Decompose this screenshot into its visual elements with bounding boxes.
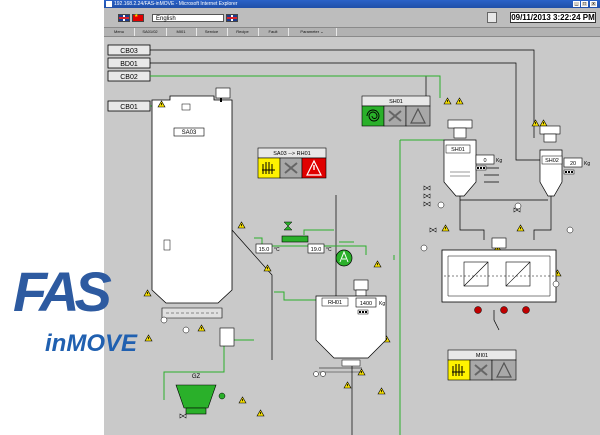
flag-uk-select-icon[interactable] (226, 14, 238, 22)
logo-fas-text: FAS (13, 260, 112, 323)
gz-unit[interactable]: GZ (175, 374, 226, 419)
line-cb02[interactable]: CB02 (107, 70, 151, 82)
temp-2-unit: °C (326, 247, 332, 253)
pump-icon[interactable] (335, 249, 353, 267)
maximize-button[interactable]: □ (581, 1, 588, 7)
menu-item-mi01[interactable]: MI01 (166, 28, 197, 36)
transfer-panel[interactable]: SA03 --> RH01 (257, 147, 327, 179)
sh01-weight: 0 (483, 158, 486, 164)
sh01-panel[interactable]: SH01 (361, 95, 431, 127)
sh02-label: SH02 (545, 158, 559, 164)
process-diagram: CB03 BD01 CB02 CB01 (107, 44, 590, 435)
menu-item-parameter-label: Parameter (300, 29, 320, 34)
language-field[interactable]: English (152, 14, 224, 22)
cb01-label: CB01 (120, 104, 138, 111)
hopper-sh01[interactable]: SH01 (443, 119, 477, 197)
window-title: 192.168.2.24/FAS-inMOVE - Microsoft Inte… (114, 1, 238, 7)
transfer-label: SA03 --> RH01 (273, 151, 310, 157)
ie-icon (106, 1, 112, 7)
temp-1-value: 15.0 (259, 247, 270, 253)
fas-inmove-logo: FAS inMOVE (3, 262, 147, 362)
pipes (150, 49, 552, 435)
menu-bar: Menu SA01/02 MI01 Service Recipe Fault P… (104, 27, 600, 37)
rh01-weight-display: 1400 Kg (355, 297, 385, 315)
line-cb03[interactable]: CB03 (107, 44, 151, 56)
sh01-weight-display: 0 Kg (475, 154, 502, 171)
menu-item-menu[interactable]: Menu (104, 28, 135, 36)
temp-1-unit: °C (274, 247, 280, 253)
datetime-display: 09/11/2013 3:22:24 PM (510, 12, 596, 23)
logo-inmove-text: inMOVE (45, 330, 138, 357)
cb02-label: CB02 (120, 74, 138, 81)
silo-sa03[interactable]: SA03 (151, 95, 235, 347)
temp-2-value: 19.0 (311, 247, 322, 253)
menu-item-service[interactable]: Service (196, 28, 228, 36)
small-indicators (160, 201, 574, 377)
title-bar: 192.168.2.24/FAS-inMOVE - Microsoft Inte… (104, 0, 600, 8)
menu-item-sa0102[interactable]: SA01/02 (134, 28, 167, 36)
sh01-unit: Kg (496, 158, 502, 164)
rh01-weight: 1400 (360, 301, 372, 307)
hmi-window: 192.168.2.24/FAS-inMOVE - Microsoft Inte… (104, 0, 600, 435)
menu-item-parameter[interactable]: Parameter ⌄ (288, 28, 337, 36)
menu-item-recipe[interactable]: Recipe (227, 28, 259, 36)
sh01-panel-label: SH01 (389, 99, 403, 105)
line-cb01[interactable]: CB01 (107, 100, 151, 112)
minimize-button[interactable]: _ (573, 1, 580, 7)
temp-displays: 15.0 °C 19.0 °C (255, 243, 332, 254)
silo-label: SA03 (182, 130, 197, 136)
close-button[interactable]: x (590, 1, 597, 7)
pc-icon[interactable] (487, 12, 497, 23)
heat-exchanger[interactable] (281, 221, 309, 243)
sh01-valves[interactable] (423, 185, 521, 233)
flag-uk-icon[interactable] (118, 14, 130, 22)
bd01-label: BD01 (120, 61, 138, 68)
auto-spiral-button[interactable] (361, 105, 385, 127)
sh02-weight: 20 (570, 161, 576, 167)
menu-item-fault[interactable]: Fault (258, 28, 289, 36)
gz-label: GZ (192, 374, 201, 380)
rh01-unit: Kg (379, 301, 385, 307)
mixer-mi01[interactable] (441, 237, 560, 314)
sh01-hopper-label: SH01 (451, 147, 465, 153)
cb03-label: CB03 (120, 48, 138, 55)
toolbar: English 09/11/2013 3:22:24 PM (104, 8, 600, 27)
mi01-panel-label: MI01 (476, 353, 488, 359)
hopper-sh02[interactable]: SH02 (539, 125, 563, 197)
sh02-weight-display: 20 Kg (563, 157, 590, 175)
rh01-label: RH01 (328, 300, 342, 306)
flag-cn-icon[interactable] (132, 13, 144, 22)
line-bd01[interactable]: BD01 (107, 57, 151, 69)
hopper-rh01[interactable]: RH01 (315, 279, 387, 373)
sh02-unit: Kg (584, 161, 590, 167)
silo-filter (215, 87, 231, 102)
mi01-panel[interactable]: MI01 (447, 349, 517, 381)
